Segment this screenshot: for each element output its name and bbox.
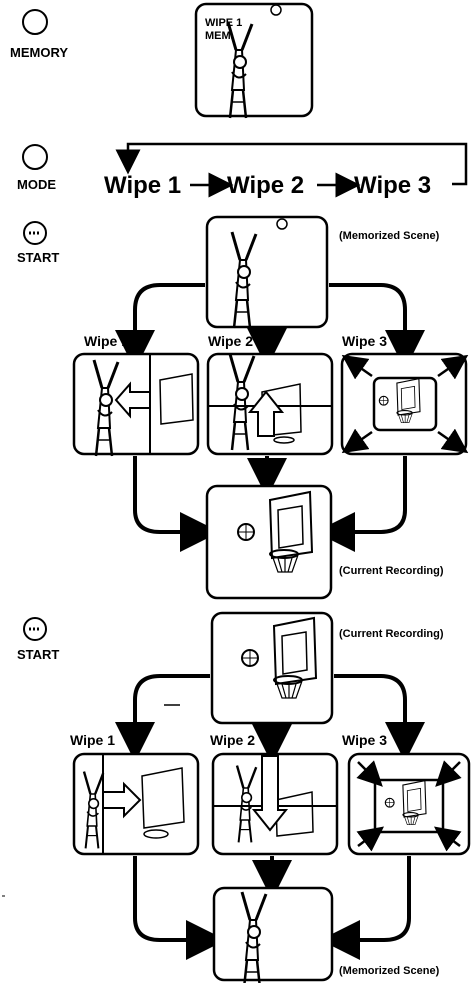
- arrow-icon: [115, 283, 205, 370]
- memory-button-label: MEMORY: [10, 45, 68, 60]
- section2-wipe1-frame: [72, 752, 200, 856]
- memory-screen-line2: MEM.: [205, 30, 234, 42]
- section1-bottom-caption: (Current Recording): [339, 565, 444, 577]
- memory-screen: WIPE 1 MEM.: [194, 2, 314, 120]
- mode-wipe1: Wipe 1: [104, 172, 181, 199]
- start-button-label: START: [17, 250, 59, 265]
- arrow-icon: [251, 755, 289, 832]
- arrow-icon: [329, 283, 425, 370]
- arrow-icon: [334, 674, 425, 762]
- section2-bottom-caption: (Memorized Scene): [339, 965, 440, 977]
- memory-button-icon[interactable]: [22, 9, 48, 35]
- mode-button-label: MODE: [17, 177, 56, 192]
- start-button-icon-1[interactable]: [23, 221, 47, 245]
- section2-top-screen: [210, 611, 334, 725]
- section2-wipe3-frame: [347, 752, 471, 856]
- section1-top-screen: [205, 215, 329, 330]
- arrow-icon: [133, 856, 226, 960]
- section2-wipe3-label: Wipe 3: [342, 732, 387, 748]
- section2-top-caption: (Current Recording): [339, 628, 444, 640]
- mode-wipe3: Wipe 3: [354, 172, 431, 199]
- section1-wipe3-frame: [340, 352, 469, 456]
- section1-wipe1-label: Wipe 1: [84, 333, 129, 349]
- section1-wipe2-frame: [206, 352, 334, 456]
- mode-loop-arrow: [115, 142, 468, 186]
- section2-bottom-screen: [212, 886, 334, 983]
- arrow-icon: [133, 456, 220, 552]
- arrow-icon: [315, 456, 407, 552]
- section1-wipe1-frame: [72, 352, 200, 458]
- section2-wipe2-frame: [211, 752, 339, 856]
- section1-top-caption: (Memorized Scene): [339, 230, 440, 242]
- arrow-icon: [102, 781, 142, 819]
- section2-wipe1-label: Wipe 1: [70, 732, 115, 748]
- section2-wipe2-label: Wipe 2: [210, 732, 255, 748]
- start-button-icon-2[interactable]: [23, 617, 47, 641]
- memory-screen-line1: WIPE 1: [205, 17, 242, 29]
- arrow-icon: [114, 381, 151, 419]
- arrow-icon: [247, 390, 285, 437]
- section1-wipe2-label: Wipe 2: [208, 333, 253, 349]
- section1-wipe3-label: Wipe 3: [342, 333, 387, 349]
- mode-button-icon[interactable]: [22, 144, 48, 170]
- start-button-label: START: [17, 647, 59, 662]
- arrow-icon: [320, 856, 411, 960]
- mode-wipe2: Wipe 2: [227, 172, 304, 199]
- section1-bottom-screen: [205, 484, 333, 600]
- arrow-icon: [115, 674, 210, 762]
